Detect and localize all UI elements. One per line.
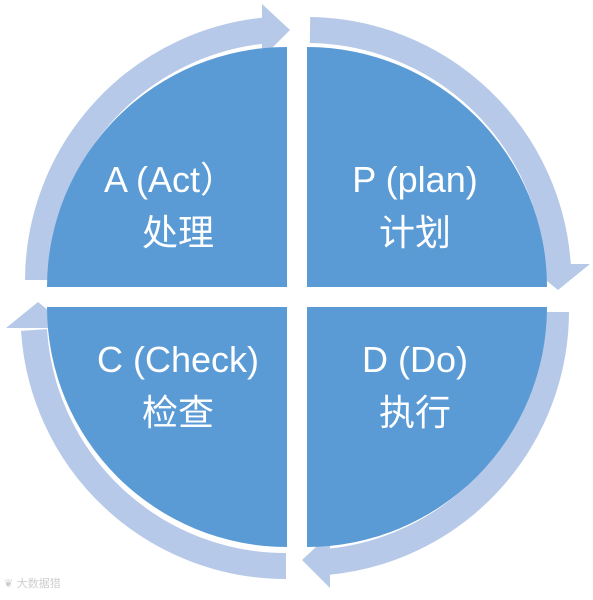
act-label-en: A (Act） — [104, 159, 236, 200]
check-label-en: C (Check) — [97, 339, 259, 380]
arrow-check-to-act — [21, 329, 287, 580]
do-label-zh: 执行 — [379, 392, 451, 433]
arrow-act-to-plan — [25, 17, 272, 281]
quadrant-plan — [307, 47, 547, 287]
arrowhead-do-to-check — [302, 534, 330, 588]
cycle-arrows — [6, 4, 590, 588]
quadrant-check — [47, 307, 287, 547]
watermark-text: 大数据猎 — [16, 577, 61, 590]
quadrants — [47, 47, 547, 547]
quadrant-act — [47, 47, 287, 287]
act-label-zh: 处理 — [142, 212, 214, 253]
arrow-do-to-check — [324, 311, 569, 575]
quadrant-do — [307, 307, 547, 547]
do-label-en: D (Do) — [362, 339, 468, 380]
watermark-icon: ❦ — [4, 577, 14, 590]
arrowhead-act-to-plan — [262, 4, 290, 58]
watermark: ❦ 大数据猎 — [4, 575, 61, 591]
plan-label-zh: 计划 — [379, 212, 451, 253]
check-label-zh: 检查 — [142, 392, 214, 433]
quadrant-labels: A (Act） 处理 P (plan) 计划 C (Check) 检查 D (D… — [97, 159, 478, 433]
arrow-plan-to-do — [309, 17, 571, 269]
plan-label-en: P (plan) — [352, 159, 477, 200]
